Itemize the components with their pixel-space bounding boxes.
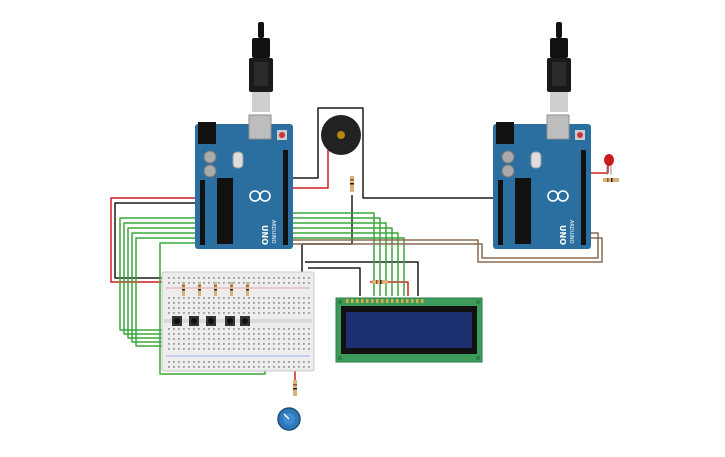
- wire-black[interactable]: [292, 107, 493, 199]
- wire-green[interactable]: [292, 227, 393, 296]
- usb-cable-icon: [249, 22, 273, 112]
- board-label: UNO: [260, 225, 269, 245]
- wire-green[interactable]: [292, 237, 405, 296]
- potentiometer-icon[interactable]: [277, 407, 301, 431]
- wire-green[interactable]: [292, 217, 381, 296]
- breadboard-resistors: [182, 282, 249, 296]
- lcd-header-pins: [346, 299, 424, 303]
- wire-black[interactable]: [114, 202, 195, 279]
- pushbutton-icon[interactable]: [172, 316, 182, 326]
- wire-black[interactable]: [308, 267, 361, 296]
- lcd-screen: [346, 312, 472, 348]
- breadboard[interactable]: [161, 271, 315, 372]
- wire-red[interactable]: [292, 150, 329, 189]
- wire-green[interactable]: [292, 232, 399, 296]
- pushbutton-icon[interactable]: [225, 316, 235, 326]
- resistor-icon[interactable]: [182, 282, 185, 296]
- pushbutton-icon[interactable]: [189, 316, 199, 326]
- board-brand: ARDUINO: [568, 220, 574, 244]
- pushbutton-icon[interactable]: [240, 316, 250, 326]
- resistor-icon[interactable]: [350, 176, 354, 192]
- wire-brown[interactable]: [292, 237, 603, 263]
- breadboard-holes: [168, 277, 310, 368]
- led-icon[interactable]: [604, 154, 614, 175]
- arduino-uno-left[interactable]: UNO ARDUINO: [195, 22, 293, 249]
- board-brand: ARDUINO: [270, 220, 276, 244]
- resistor-icon[interactable]: [230, 282, 233, 296]
- wire-black[interactable]: [305, 261, 419, 296]
- resistor-icon[interactable]: [293, 380, 297, 396]
- resistor-icon[interactable]: [372, 280, 388, 284]
- resistor-icon[interactable]: [198, 282, 201, 296]
- arduino-logo-icon: [249, 190, 271, 202]
- buzzer-icon[interactable]: [321, 115, 361, 155]
- board-label: UNO: [558, 225, 567, 245]
- wire-red[interactable]: [370, 281, 409, 296]
- wire-green[interactable]: [119, 217, 205, 331]
- usb-cable-icon: [547, 22, 571, 112]
- pushbuttons: [172, 316, 250, 326]
- pushbutton-icon[interactable]: [206, 316, 216, 326]
- resistor-icon[interactable]: [246, 282, 249, 296]
- resistor-icon[interactable]: [603, 178, 619, 182]
- wire-green[interactable]: [292, 222, 387, 296]
- wire-black[interactable]: [301, 195, 353, 275]
- wire-green[interactable]: [292, 212, 375, 296]
- arduino-logo-icon: [547, 190, 569, 202]
- resistor-icon[interactable]: [214, 282, 217, 296]
- wire-brown[interactable]: [292, 232, 599, 259]
- arduino-uno-right[interactable]: UNO ARDUINO: [493, 22, 591, 249]
- lcd-display[interactable]: [335, 297, 483, 363]
